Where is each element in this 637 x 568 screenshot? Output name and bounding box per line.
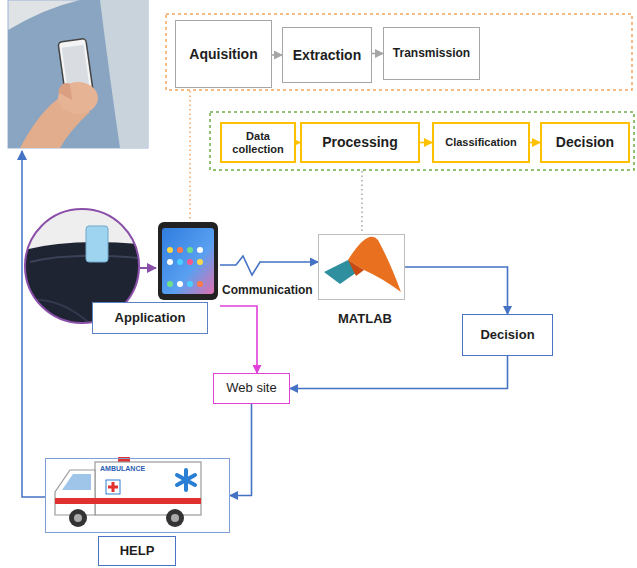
pocket-photo-part-part [86,226,108,262]
smartphone-part [177,247,183,253]
connector-arrow [230,404,252,496]
node-label-frame: Application [92,302,208,334]
return-arrow [22,151,45,497]
connector-arrow [372,53,383,55]
person-photo-part [100,0,148,148]
ambulance-part [62,474,91,490]
ambulance-part [95,462,201,515]
connector-arrow [220,256,318,275]
person-photo [8,0,148,148]
application-node: Application [150,222,220,334]
node-label-frame: HELP [98,536,176,566]
smartphone-part [197,247,203,253]
website-box: Web site [213,373,290,404]
ambulance-part [108,482,118,492]
process-box: Decision [540,122,630,163]
node-text: Extraction [293,47,361,63]
node-text: Decision [480,328,534,343]
ambulance-part [74,514,82,522]
smartphone-part [197,259,203,265]
connector-arrow [405,267,508,314]
matlab-logo [324,237,401,292]
smartphone [158,222,218,300]
pocket-photo-part-part [30,256,140,262]
person-photo-part [58,83,72,100]
connector-arrow [420,142,432,144]
process-box: Extraction [282,27,372,83]
smartphone-part [177,281,183,287]
process-box: Processing [300,122,420,163]
connector-arrow [530,142,540,144]
connector-arrow [290,356,508,389]
processing-frame [210,112,634,170]
smartphone-part [162,228,214,294]
process-box: Transmission [383,27,480,80]
node-text: Decision [556,134,614,150]
smartphone-part [187,247,193,253]
matlab-logo-part [348,260,364,276]
ambulance-part [55,470,95,515]
leader-line [189,91,191,220]
ambulance-part [177,470,195,490]
leader-line [361,171,363,232]
ambulance-part [106,480,120,494]
decision-box: Decision [462,314,553,356]
node-text: Application [115,311,186,326]
node-text: Transmission [393,47,470,61]
smartphone-part [167,281,173,287]
ambulance [55,457,201,527]
node-text: Aquisition [189,46,257,62]
smartphone-part [197,281,203,287]
process-box: Data collection [220,122,296,163]
node-text: Classification [445,136,517,149]
ambulance-part [55,498,201,504]
process-box: Aquisition [175,20,272,88]
connector-arrow [220,306,257,373]
smartphone-part [177,259,183,265]
purple-arrow [140,267,156,269]
edge-label: Communication [222,283,313,297]
smartphone-part [158,222,218,300]
person-photo-part-part [62,45,89,88]
ambulance-part [69,509,87,527]
node-text: MATLAB [338,312,392,327]
smartphone-part [167,247,173,253]
person-photo-part [8,0,148,148]
smartphone-part [167,259,173,265]
matlab-logo-part [348,237,401,292]
illustration-label: AMBULANCE [100,465,145,472]
connector-arrow [272,54,282,56]
ambulance-part [171,514,179,522]
process-box: Classification [432,122,530,163]
matlab-node: MATLAB [318,234,405,300]
pocket-photo-part-part [24,300,90,325]
person-photo-part [8,0,148,148]
ambulance-part [166,509,184,527]
node-label-frame: MATLAB [333,309,397,330]
node-text: Processing [322,134,397,150]
person-photo-part [58,82,98,114]
node-text: HELP [120,544,155,559]
node-text: Data collection [222,130,294,155]
node-text: Web site [226,381,276,396]
smartphone-part [187,281,193,287]
acquisition-frame [166,14,632,90]
smartphone-part [187,259,193,265]
